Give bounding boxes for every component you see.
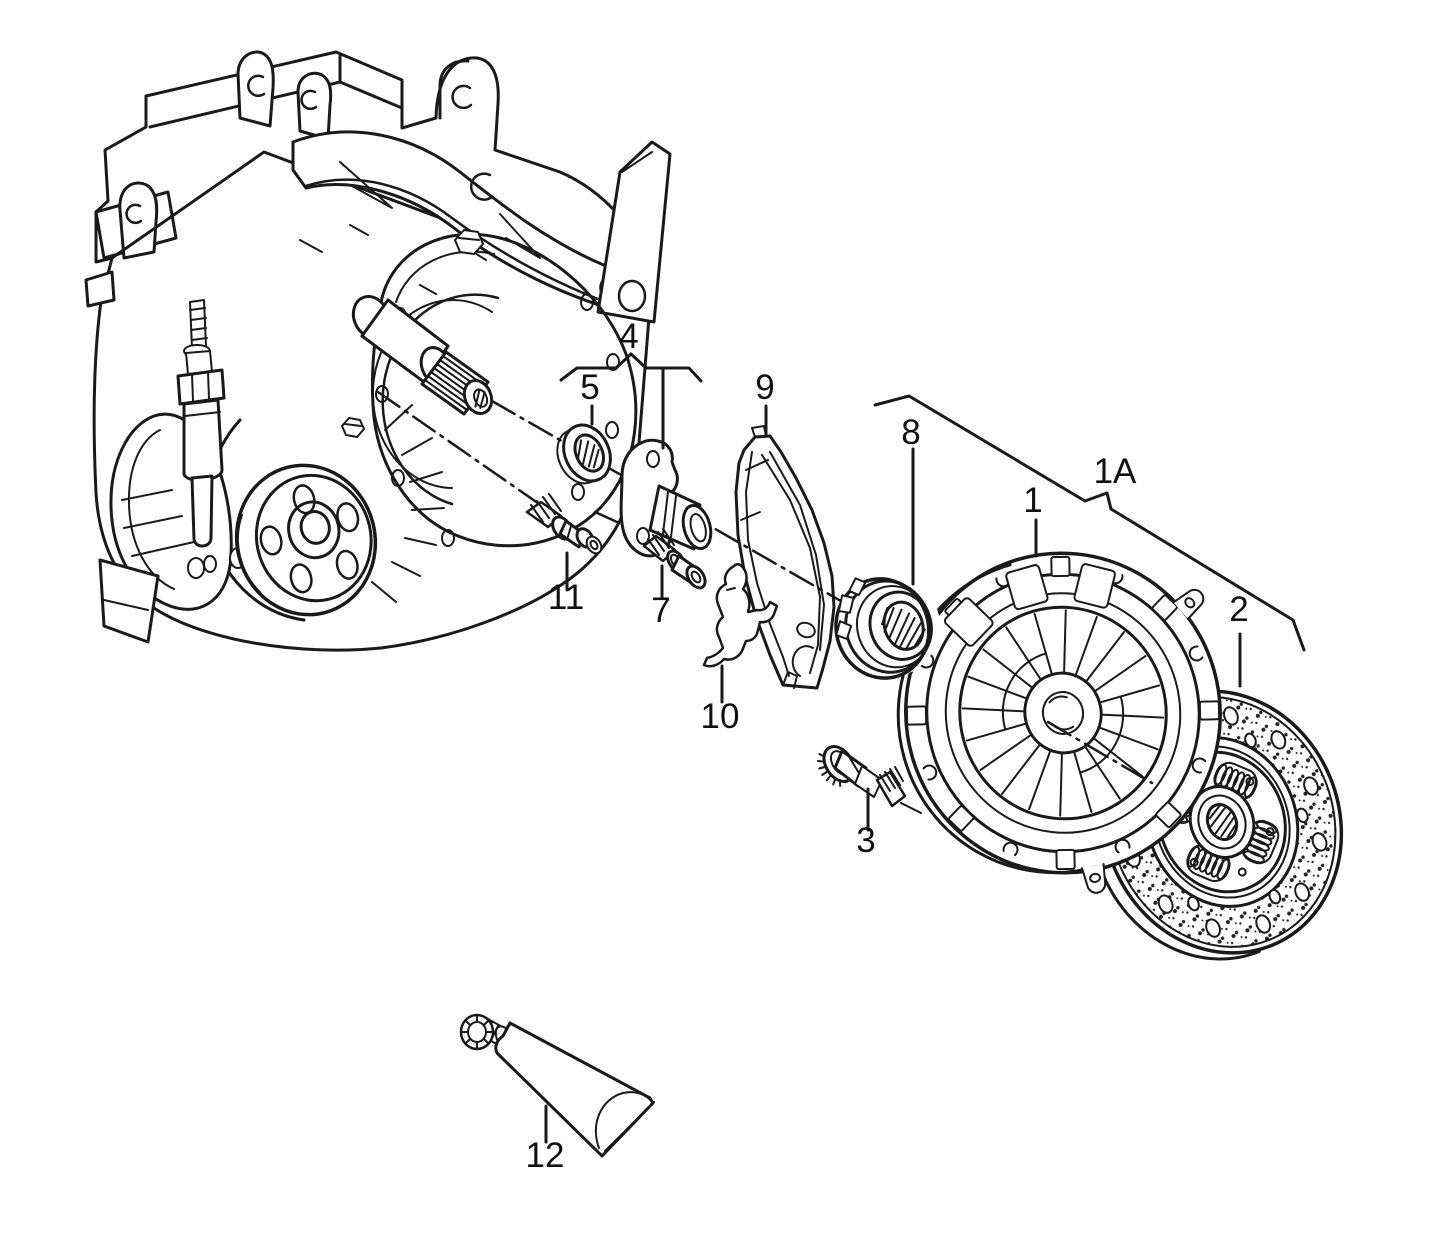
input-shaft <box>351 295 494 416</box>
guide-sleeve-part <box>619 438 713 558</box>
callout-2[interactable]: 2 <box>1229 590 1248 629</box>
callout-5[interactable]: 5 <box>580 368 599 407</box>
callout-4[interactable]: 4 <box>619 317 638 356</box>
diaphragm-fingers <box>961 609 1165 817</box>
retaining-spring-part <box>702 563 779 668</box>
crankshaft-pulley <box>234 463 378 617</box>
sensor-plug <box>176 299 226 548</box>
callout-12[interactable]: 12 <box>526 1136 565 1175</box>
main-axis-line <box>490 399 862 614</box>
callout-9[interactable]: 9 <box>755 368 774 407</box>
callout-8[interactable]: 8 <box>901 413 920 452</box>
bolt-part-11 <box>525 493 603 555</box>
callout-leaders <box>544 352 1306 1144</box>
callout-1[interactable]: 1 <box>1023 481 1042 520</box>
callout-1a[interactable]: 1A <box>1094 452 1137 491</box>
plate-axis-line <box>1046 720 1154 785</box>
pressure-plate-part <box>888 551 1222 894</box>
callout-3[interactable]: 3 <box>856 821 875 860</box>
release-lever-part <box>734 425 836 690</box>
fan-ribs <box>371 404 445 603</box>
grease-tube-part <box>459 1013 655 1158</box>
callout-10[interactable]: 10 <box>701 697 740 736</box>
lower-wedge <box>98 558 160 644</box>
support-arm <box>596 140 672 324</box>
callout-7[interactable]: 7 <box>651 591 670 630</box>
callout-11[interactable]: 11 <box>548 578 584 617</box>
engine-mount-lugs <box>84 50 473 308</box>
bracket-1a <box>873 394 1306 652</box>
bolt-part-7 <box>642 528 707 590</box>
engine-gearbox-drawing <box>84 50 672 652</box>
callout-labels: 1 1A 2 3 4 5 7 8 9 10 11 12 <box>526 317 1249 1175</box>
shaft-seal-part <box>556 423 612 485</box>
bracket-4 <box>559 352 703 383</box>
bolt-part-3 <box>816 745 922 814</box>
deck-bolt <box>454 229 484 255</box>
release-bearing-part <box>834 575 941 680</box>
deck-bolt-2 <box>341 417 365 438</box>
